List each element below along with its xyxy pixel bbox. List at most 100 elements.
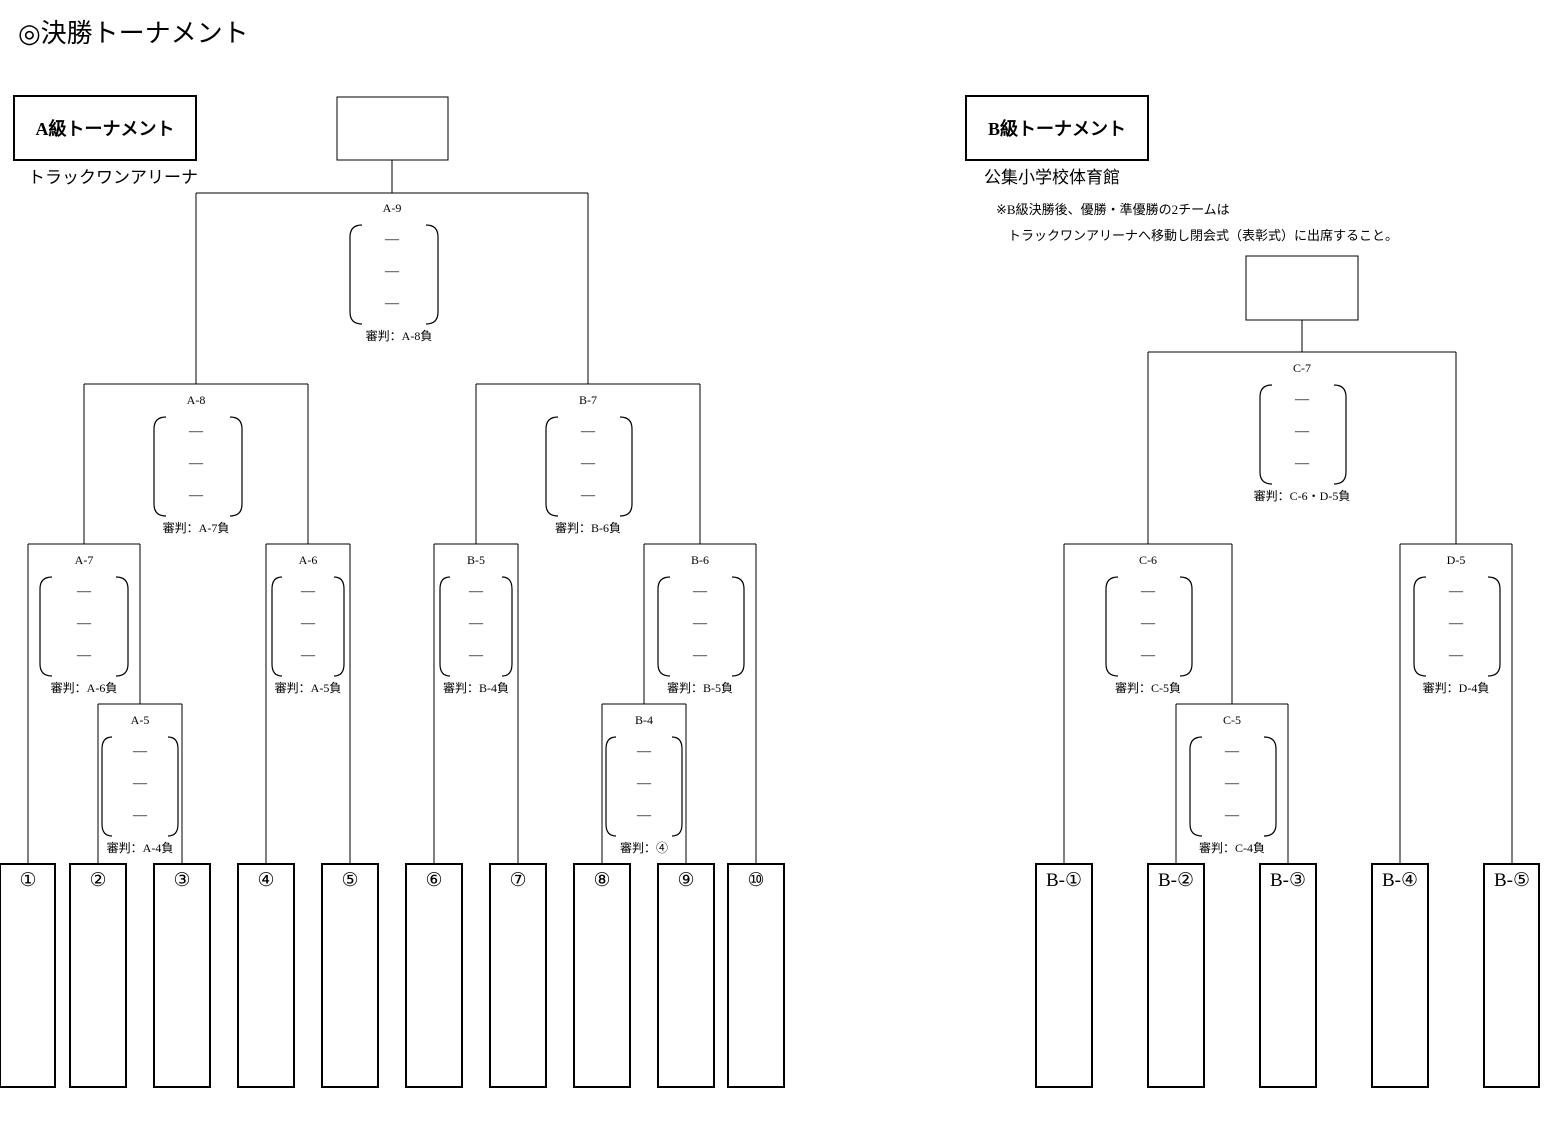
score-dash[interactable]: —: [1294, 392, 1310, 407]
match-code: B-7: [579, 393, 597, 407]
referee-note: 審判：A-4負: [107, 840, 174, 855]
score-dash[interactable]: —: [468, 648, 484, 663]
score-dash[interactable]: —: [692, 584, 708, 599]
score-dash[interactable]: —: [1140, 584, 1156, 599]
score-dash[interactable]: —: [580, 456, 596, 471]
team-seed: ①: [19, 870, 36, 891]
match-b4: B-4 — — — 審判：④: [605, 713, 683, 855]
right-bracket-icon: [1179, 576, 1193, 677]
team-seed: ⑩: [747, 870, 764, 891]
left-bracket-icon: [1189, 736, 1203, 837]
referee-note: 審判：B-6負: [555, 520, 621, 535]
score-dash[interactable]: —: [468, 616, 484, 631]
score-dash[interactable]: —: [132, 776, 148, 791]
a-champion-box[interactable]: [336, 96, 449, 161]
score-dash[interactable]: —: [132, 744, 148, 759]
score-dash[interactable]: —: [300, 584, 316, 599]
b-champion-box[interactable]: [1245, 255, 1359, 321]
match-code: C-6: [1139, 553, 1157, 567]
b-note-line1: ※B級決勝後、優勝・準優勝の2チームは: [996, 202, 1230, 217]
team-seed: ③: [173, 870, 190, 891]
team-seed: ⑤: [341, 870, 358, 891]
score-dash[interactable]: —: [636, 744, 652, 759]
left-bracket-icon: [439, 576, 451, 677]
team-slot[interactable]: [1483, 863, 1540, 1088]
match-c6: C-6 — — — 審判：C-5負: [1105, 553, 1193, 695]
referee-note: 審判：A-8負: [366, 328, 433, 343]
left-bracket-icon: [153, 416, 167, 517]
match-a5: A-5 — — — 審判：A-4負: [101, 713, 179, 855]
team-slot[interactable]: [1259, 863, 1317, 1088]
team-slot[interactable]: [153, 863, 211, 1088]
score-dash[interactable]: —: [468, 584, 484, 599]
score-dash[interactable]: —: [1140, 648, 1156, 663]
a-tournament-label-box: [13, 95, 197, 161]
score-dash[interactable]: —: [692, 648, 708, 663]
team-slot[interactable]: [321, 863, 379, 1088]
score-dash[interactable]: —: [1224, 744, 1240, 759]
score-dash[interactable]: —: [188, 488, 204, 503]
match-code: B-4: [635, 713, 653, 727]
referee-note: 審判：C-4負: [1199, 840, 1265, 855]
team-slot[interactable]: [1035, 863, 1093, 1088]
match-code: C-5: [1223, 713, 1241, 727]
left-bracket-icon: [39, 576, 53, 677]
score-dash[interactable]: —: [300, 616, 316, 631]
score-dash[interactable]: —: [1448, 648, 1464, 663]
match-d5: D-5 — — — 審判：D-4負: [1413, 553, 1501, 695]
score-dash[interactable]: —: [692, 616, 708, 631]
score-dash[interactable]: —: [1140, 616, 1156, 631]
team-slot[interactable]: [1371, 863, 1429, 1088]
score-dash[interactable]: —: [636, 808, 652, 823]
score-dash[interactable]: —: [1294, 424, 1310, 439]
team-seed: ④: [257, 870, 274, 891]
left-bracket-icon: [545, 416, 559, 517]
right-bracket-icon: [167, 736, 179, 837]
team-slot[interactable]: [1147, 863, 1205, 1088]
team-slot[interactable]: [237, 863, 295, 1088]
score-dash[interactable]: —: [1224, 776, 1240, 791]
score-dash[interactable]: —: [76, 648, 92, 663]
score-dash[interactable]: —: [132, 808, 148, 823]
score-dash[interactable]: —: [384, 264, 400, 279]
score-dash[interactable]: —: [580, 488, 596, 503]
referee-note: 審判：D-4負: [1423, 680, 1490, 695]
team-slot[interactable]: [727, 863, 785, 1088]
right-bracket-icon: [619, 416, 633, 517]
team-seed: B-⑤: [1494, 870, 1530, 891]
score-dash[interactable]: —: [1224, 808, 1240, 823]
team-slot[interactable]: [0, 863, 56, 1088]
score-dash[interactable]: —: [188, 456, 204, 471]
right-bracket-icon: [333, 576, 345, 677]
score-dash[interactable]: —: [76, 616, 92, 631]
team-slot[interactable]: [405, 863, 463, 1088]
score-dash[interactable]: —: [580, 424, 596, 439]
match-c7: C-7 — — — 審判：C-6・D-5負: [1254, 361, 1351, 503]
score-dash[interactable]: —: [1448, 584, 1464, 599]
score-dash[interactable]: —: [636, 776, 652, 791]
team-slot[interactable]: [69, 863, 127, 1088]
score-dash[interactable]: —: [1448, 616, 1464, 631]
right-bracket-icon: [229, 416, 243, 517]
match-code: D-5: [1447, 553, 1466, 567]
team-seed: B-④: [1382, 870, 1418, 891]
right-bracket-icon: [671, 736, 683, 837]
team-slot[interactable]: [489, 863, 547, 1088]
score-dash[interactable]: —: [300, 648, 316, 663]
team-slot[interactable]: [573, 863, 631, 1088]
score-dash[interactable]: —: [1294, 456, 1310, 471]
right-bracket-icon: [501, 576, 513, 677]
b-tournament-label-box: [965, 95, 1149, 161]
score-dash[interactable]: —: [188, 424, 204, 439]
referee-note: 審判：A-5負: [275, 680, 342, 695]
score-dash[interactable]: —: [384, 232, 400, 247]
page-title: ◎決勝トーナメント: [18, 19, 249, 48]
match-code: C-7: [1293, 361, 1311, 375]
left-bracket-icon: [349, 224, 363, 325]
team-slot[interactable]: [657, 863, 715, 1088]
right-bracket-icon: [1333, 384, 1347, 485]
match-b7: B-7 — — — 審判：B-6負: [545, 393, 633, 535]
score-dash[interactable]: —: [384, 296, 400, 311]
score-dash[interactable]: —: [76, 584, 92, 599]
